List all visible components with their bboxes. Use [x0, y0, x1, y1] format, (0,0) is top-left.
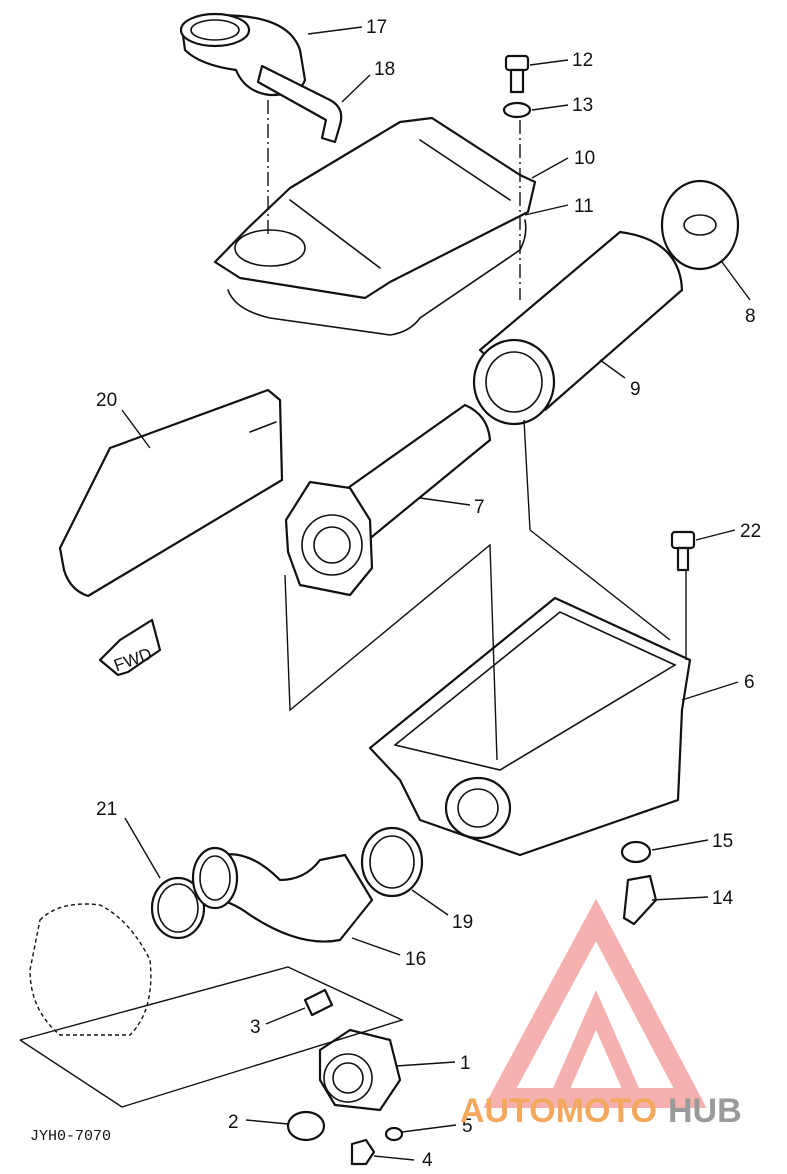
part-5-washer — [384, 1126, 404, 1142]
part-6-air-filter-case — [368, 596, 692, 857]
watermark-logo — [483, 898, 707, 1108]
callout-labels: 17 18 12 13 10 11 8 9 20 7 22 6 15 14 21… — [96, 17, 761, 1171]
callout-22: 22 — [740, 521, 761, 542]
callout-19: 19 — [452, 912, 473, 933]
callout-1: 1 — [460, 1053, 471, 1074]
callout-20: 20 — [96, 390, 117, 411]
callout-11: 11 — [574, 196, 594, 217]
callout-6: 6 — [744, 672, 755, 693]
part-8-element-cap — [660, 179, 740, 271]
callout-17: 17 — [366, 17, 387, 38]
callout-14: 14 — [712, 888, 734, 909]
fwd-arrow: FWD — [98, 618, 162, 677]
part-1-carburetor-joint — [318, 1028, 402, 1112]
callout-2: 2 — [228, 1112, 239, 1133]
callout-15: 15 — [712, 831, 733, 852]
watermark-text: AUTOMOTO HUB — [460, 1092, 742, 1130]
part-20-side-plate — [58, 388, 284, 598]
part-12-bolt — [504, 54, 530, 94]
part-22-bolt — [670, 530, 696, 572]
part-3-screw — [303, 988, 334, 1017]
callout-3: 3 — [250, 1017, 261, 1038]
carburetor-outline — [29, 903, 152, 1036]
part-18-breather-hose — [256, 64, 343, 144]
assembly-lines — [19, 100, 687, 1108]
part-4-nut — [350, 1138, 376, 1166]
callout-12: 12 — [572, 50, 593, 71]
part-21-hose-clamp — [150, 876, 206, 940]
part-14-drain-cap — [622, 874, 658, 926]
callout-5: 5 — [462, 1116, 473, 1137]
drawing-code: JYH0-7070 — [30, 1128, 111, 1145]
callout-10: 10 — [574, 148, 595, 169]
watermark-brand-part2: HUB — [668, 1092, 742, 1130]
part-7-element-guide — [284, 403, 492, 597]
part-15-clamp — [620, 840, 652, 864]
callout-8: 8 — [745, 306, 756, 327]
callout-13: 13 — [572, 95, 593, 116]
callout-9: 9 — [630, 379, 641, 400]
part-9-air-filter-element — [472, 230, 684, 426]
part-16-air-duct — [191, 846, 374, 943]
callout-4: 4 — [422, 1150, 433, 1171]
part-13-washer — [502, 101, 532, 119]
part-19-hose-clamp — [360, 826, 424, 898]
callout-16: 16 — [405, 949, 426, 970]
part-10-case-cover — [213, 116, 537, 300]
part-11-gasket — [227, 219, 527, 336]
callout-18: 18 — [374, 59, 395, 80]
part-2-o-ring — [286, 1110, 326, 1142]
callout-21: 21 — [96, 799, 117, 820]
leader-lines — [121, 26, 751, 1161]
callout-7: 7 — [474, 497, 485, 518]
watermark-brand-part1: AUTOMOTO — [460, 1092, 657, 1130]
